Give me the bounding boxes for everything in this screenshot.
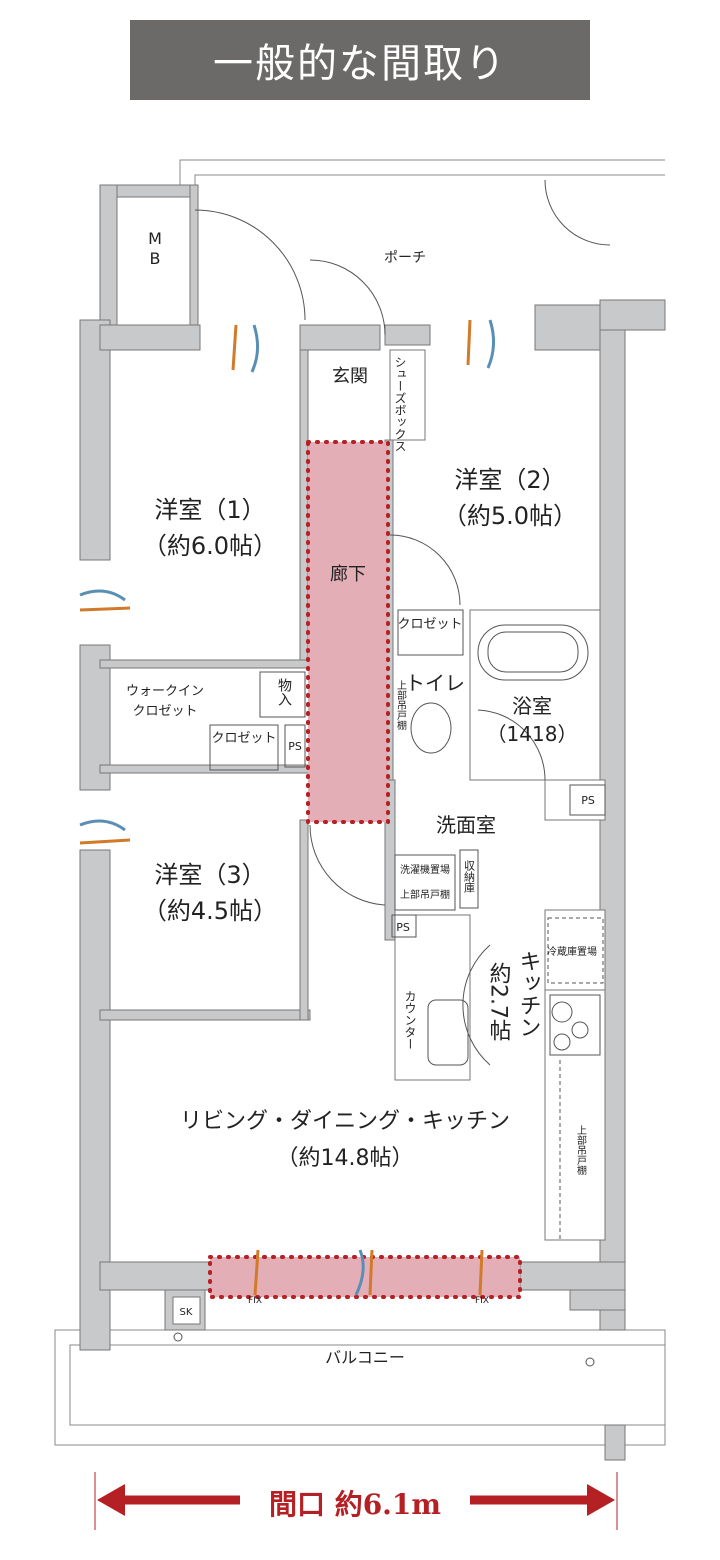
shoe-box-label: シューズボックス [393,356,407,452]
kitchen-shelf-label: 上部吊戸棚 [575,1125,587,1176]
storage-room-label: 収納庫 [463,860,476,894]
walkin-label-1: ウォークイン [126,684,204,699]
toilet-label: トイレ [405,671,465,695]
bath-size: （1418） [487,722,578,746]
kitchen-size: 約2.7帖 [486,962,512,1041]
closet-room2-label: クロゼット [397,617,462,632]
fix-label-2: FIX [475,1296,489,1306]
window-highlight [208,1255,522,1299]
balcony-outline [54,1329,666,1446]
room3-label: 洋室（3） [154,861,265,889]
closet-room3-label: クロゼット [211,731,276,746]
toilet-shelf-label: 上部吊戸棚 [395,680,407,731]
room1-size: （約6.0帖） [143,532,277,560]
frontage-dimension-arrow [94,1472,618,1530]
hallway-label: 廊下 [330,564,366,585]
washer-label: 洗濯機置場 [400,863,450,876]
ldk-label: リビング・ダイニング・キッチン [180,1109,510,1134]
washer-shelf-label: 上部吊戸棚 [400,888,450,901]
porch-label: ポーチ [384,250,426,266]
kitchen-label: キッチン [516,950,541,1038]
sk-label: SK [180,1307,193,1318]
porch-outline [179,159,665,185]
room2-size: （約5.0帖） [443,502,577,530]
page-title: 一般的な間取り [130,20,590,100]
fridge-label: 冷蔵庫置場 [547,945,597,958]
balcony-label: バルコニー [325,1348,405,1367]
vent-icons [79,319,495,1296]
ps-label-3: PS [396,921,410,934]
walkin-label-2: クロゼット [132,704,197,719]
room3-size: （約4.5帖） [143,897,277,925]
ldk-size: （約14.8帖） [277,1146,414,1171]
fix-label-1: FIX [248,1296,262,1306]
bath-label: 浴室 [512,694,552,718]
mb-box [116,196,191,326]
storage-label: 物入 [276,678,292,706]
hallway-highlight [306,440,390,824]
ps-label-2: PS [581,794,595,807]
washroom-label: 洗面室 [436,813,496,837]
mb-label-m: M [148,229,162,248]
ps-label-1: PS [288,740,302,753]
frontage-label: 間口 約6.1m [240,1483,470,1523]
fixtures [173,179,611,1367]
mb-label-b: B [150,249,161,268]
sk-box [172,1296,201,1325]
entrance-label: 玄関 [332,366,368,387]
room1-label: 洋室（1） [154,496,265,524]
room2-label: 洋室（2） [454,466,565,494]
walls [79,184,666,1461]
counter-label: カウンター [403,990,417,1050]
